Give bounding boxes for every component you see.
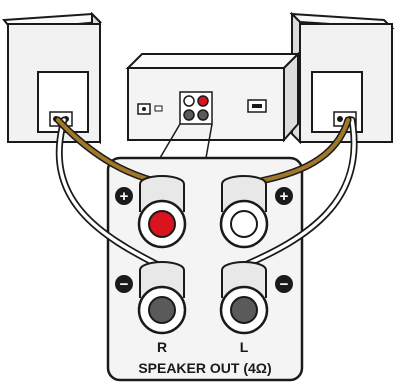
speaker-out-caption: SPEAKER OUT (4Ω) <box>138 360 271 376</box>
left-negative-terminal <box>219 261 269 335</box>
plus-symbol-right: + <box>280 188 289 205</box>
minus-symbol-right: − <box>280 276 289 293</box>
amplifier-icon <box>125 51 301 143</box>
right-positive-terminal <box>137 175 187 249</box>
zoom-callout-line <box>205 123 213 159</box>
plus-icon: + <box>115 187 133 205</box>
minus-symbol-left: − <box>120 276 129 293</box>
minus-icon: − <box>275 275 293 293</box>
left-positive-terminal <box>219 175 269 249</box>
left-speaker-icon <box>2 11 103 145</box>
left-channel-label: L <box>240 339 249 355</box>
minus-icon: − <box>115 275 133 293</box>
zoom-callout-line <box>159 123 181 159</box>
right-negative-wire <box>57 118 166 270</box>
speaker-out-panel <box>106 156 304 382</box>
right-speaker-icon <box>289 11 395 145</box>
plus-icon: + <box>275 187 293 205</box>
left-negative-wire <box>236 118 356 270</box>
right-negative-terminal <box>137 261 187 335</box>
plus-symbol-left: + <box>120 188 129 205</box>
right-channel-label: R <box>157 339 167 355</box>
